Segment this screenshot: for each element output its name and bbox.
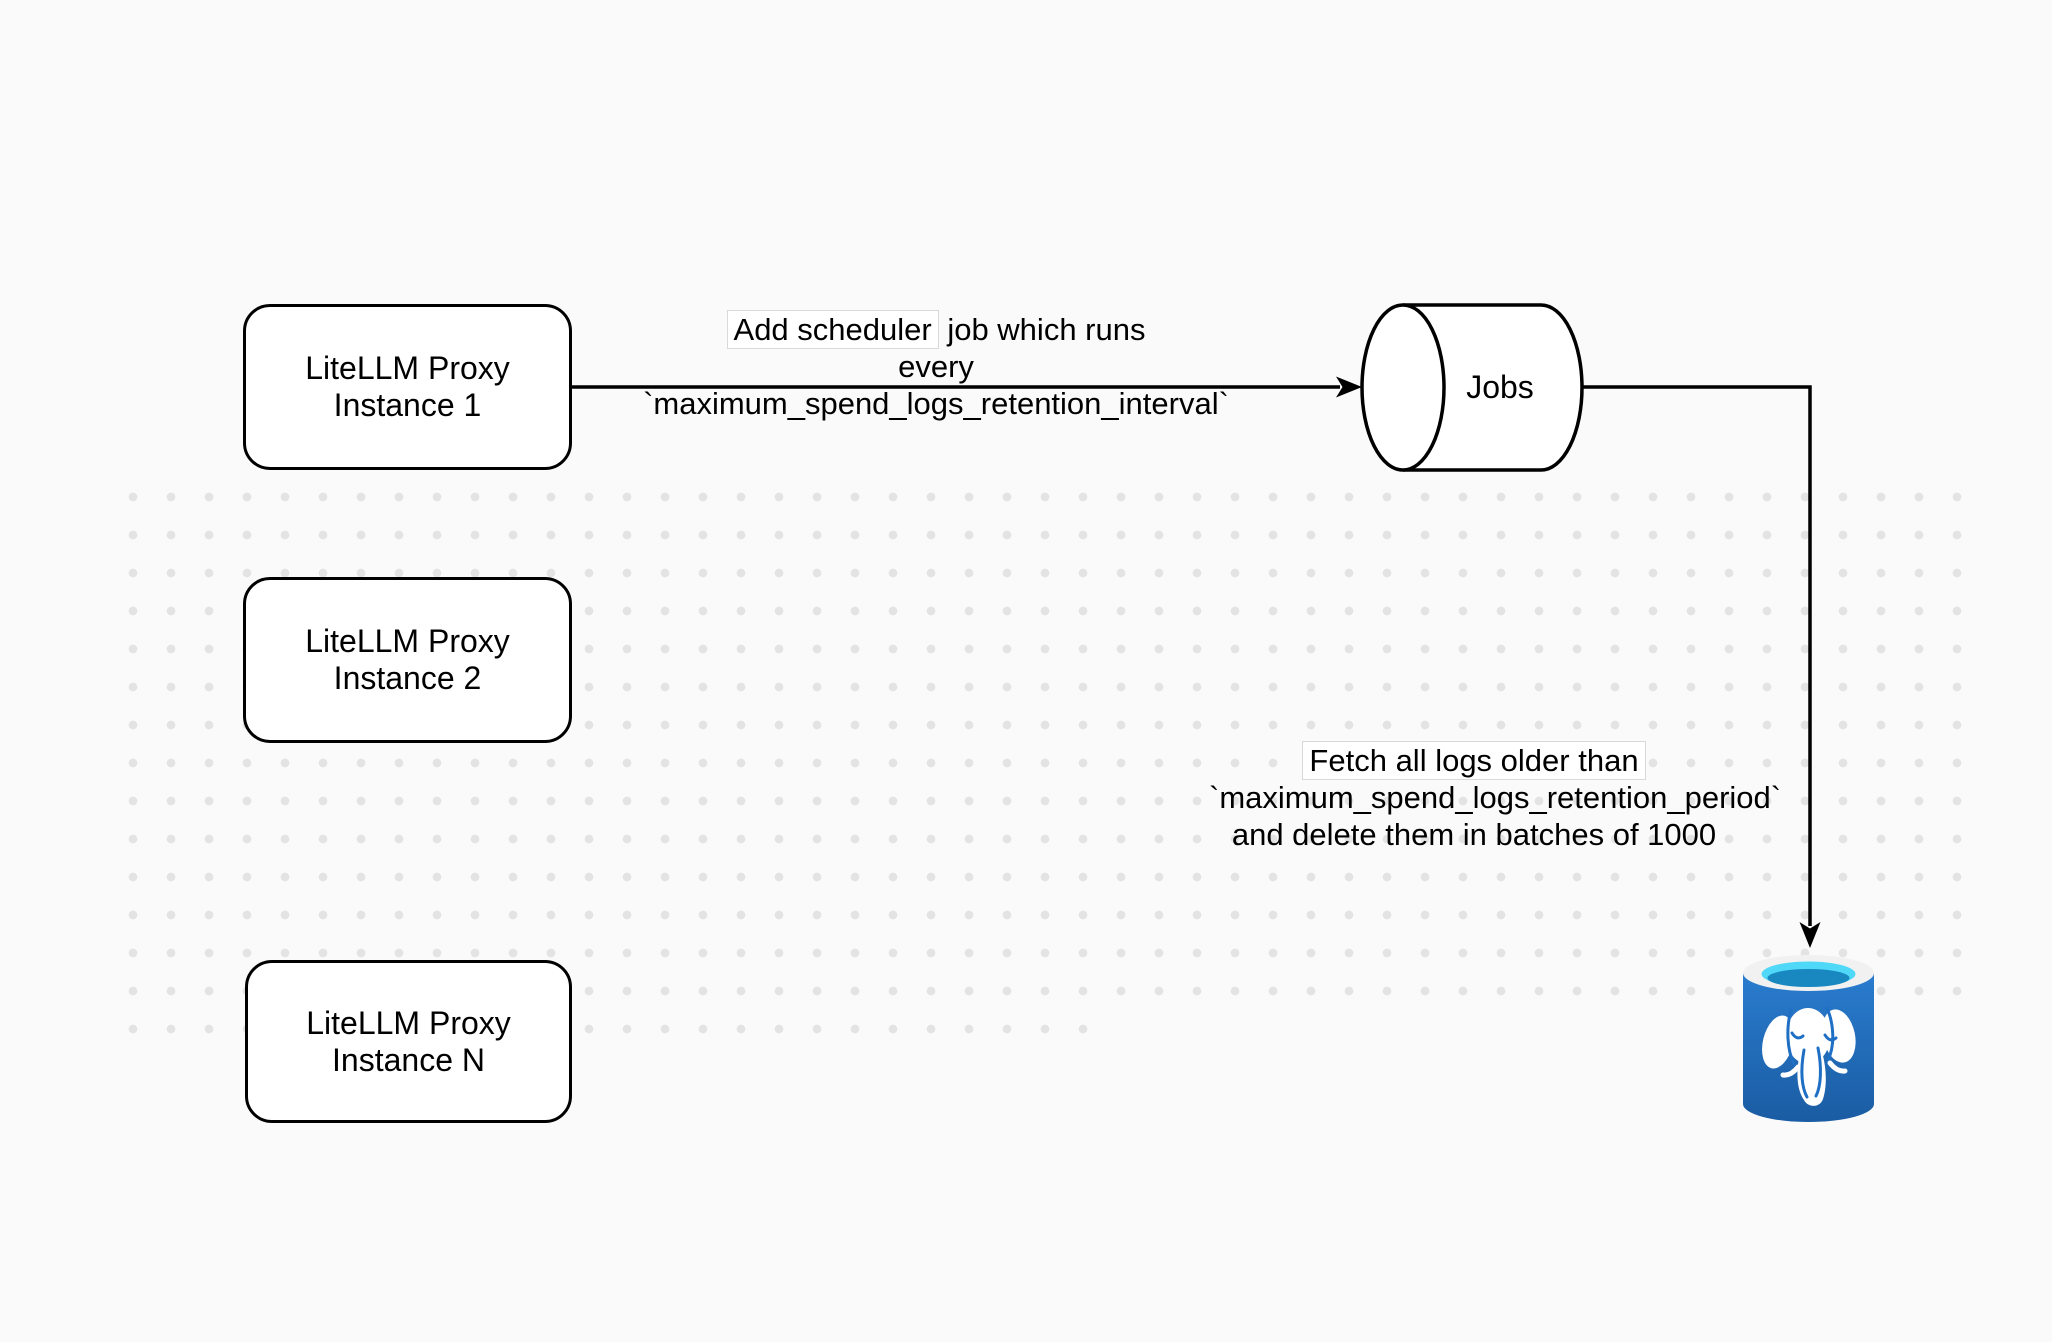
arrowhead-down-icon <box>1799 922 1821 948</box>
jobs-cylinder-label: Jobs <box>1466 369 1534 405</box>
postgres-icon <box>1743 955 1874 1122</box>
edge-label-line: Add scheduler job which runs <box>606 310 1266 349</box>
node-litellm-proxy-instance-1: LiteLLM Proxy Instance 1 <box>243 304 572 470</box>
node-litellm-proxy-instance-2: LiteLLM Proxy Instance 2 <box>243 577 572 743</box>
node-label: Instance 1 <box>333 387 482 423</box>
arrowhead-right-icon <box>1336 376 1362 398</box>
edge-label-line: and delete them in batches of 1000 <box>1231 817 1717 852</box>
jobs-cylinder <box>1360 303 1584 472</box>
node-label: Instance 2 <box>333 660 482 696</box>
node-litellm-proxy-instance-n: LiteLLM Proxy Instance N <box>245 960 572 1123</box>
postgres-elephant-icon <box>1762 1006 1856 1106</box>
edge-label-boxed-text: Fetch all logs older than <box>1302 741 1646 780</box>
node-label: LiteLLM Proxy <box>305 350 510 386</box>
arrow-jobs-to-postgres <box>1582 385 1821 948</box>
node-label: LiteLLM Proxy <box>305 623 510 659</box>
edge-label-scheduler: Add scheduler job which runs every `maxi… <box>606 310 1266 422</box>
edge-label-line: `maximum_spend_logs_retention_period` <box>1209 780 1782 815</box>
edge-label-text: job which runs <box>938 312 1146 347</box>
arrow-proxy1-to-jobs <box>572 376 1362 398</box>
edge-label-boxed-text: Add scheduler <box>726 310 939 349</box>
edge-label-line: every `maximum_spend_logs_retention_inte… <box>643 349 1229 421</box>
node-label: LiteLLM Proxy <box>306 1004 511 1041</box>
node-label: Instance N <box>332 1041 485 1078</box>
edge-label-fetch-delete: Fetch all logs older than `maximum_spend… <box>1209 741 1782 853</box>
edge-label-line: Fetch all logs older than <box>1209 741 1739 780</box>
